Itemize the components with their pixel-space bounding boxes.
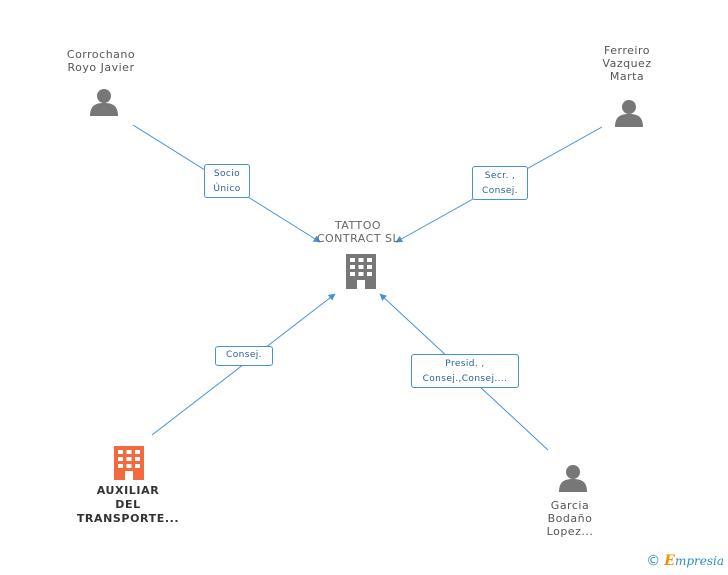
copyright-icon: © (646, 553, 661, 569)
ferreiro-name[interactable]: Ferreiro Vazquez Marta (602, 44, 652, 83)
garcia-name[interactable]: Garcia Bodaño Lopez... (546, 499, 594, 538)
center-building-icon[interactable] (346, 254, 376, 289)
auxiliar-company-name[interactable]: AUXILIAR DEL TRANSPORTE... (76, 484, 180, 525)
empresia-logo[interactable]: Empresia (664, 553, 724, 569)
relation-corrochano[interactable]: Socio Único (204, 164, 250, 198)
relation-garcia[interactable]: Presid. , Consej.,Consej.... (411, 354, 519, 388)
footer-brand: © Empresia (646, 551, 724, 571)
ferreiro-person-icon[interactable] (615, 100, 643, 127)
relation-ferreiro[interactable]: Secr. , Consej. (472, 166, 528, 200)
corrochano-name[interactable]: Corrochano Royo Javier (66, 48, 136, 74)
garcia-person-icon[interactable] (559, 465, 587, 492)
auxiliar-building-icon[interactable] (114, 446, 144, 480)
center-company-name[interactable]: TATTOO CONTRACT SL (316, 219, 400, 245)
relation-auxiliar[interactable]: Consej. (215, 346, 273, 366)
corrochano-person-icon[interactable] (90, 89, 118, 116)
